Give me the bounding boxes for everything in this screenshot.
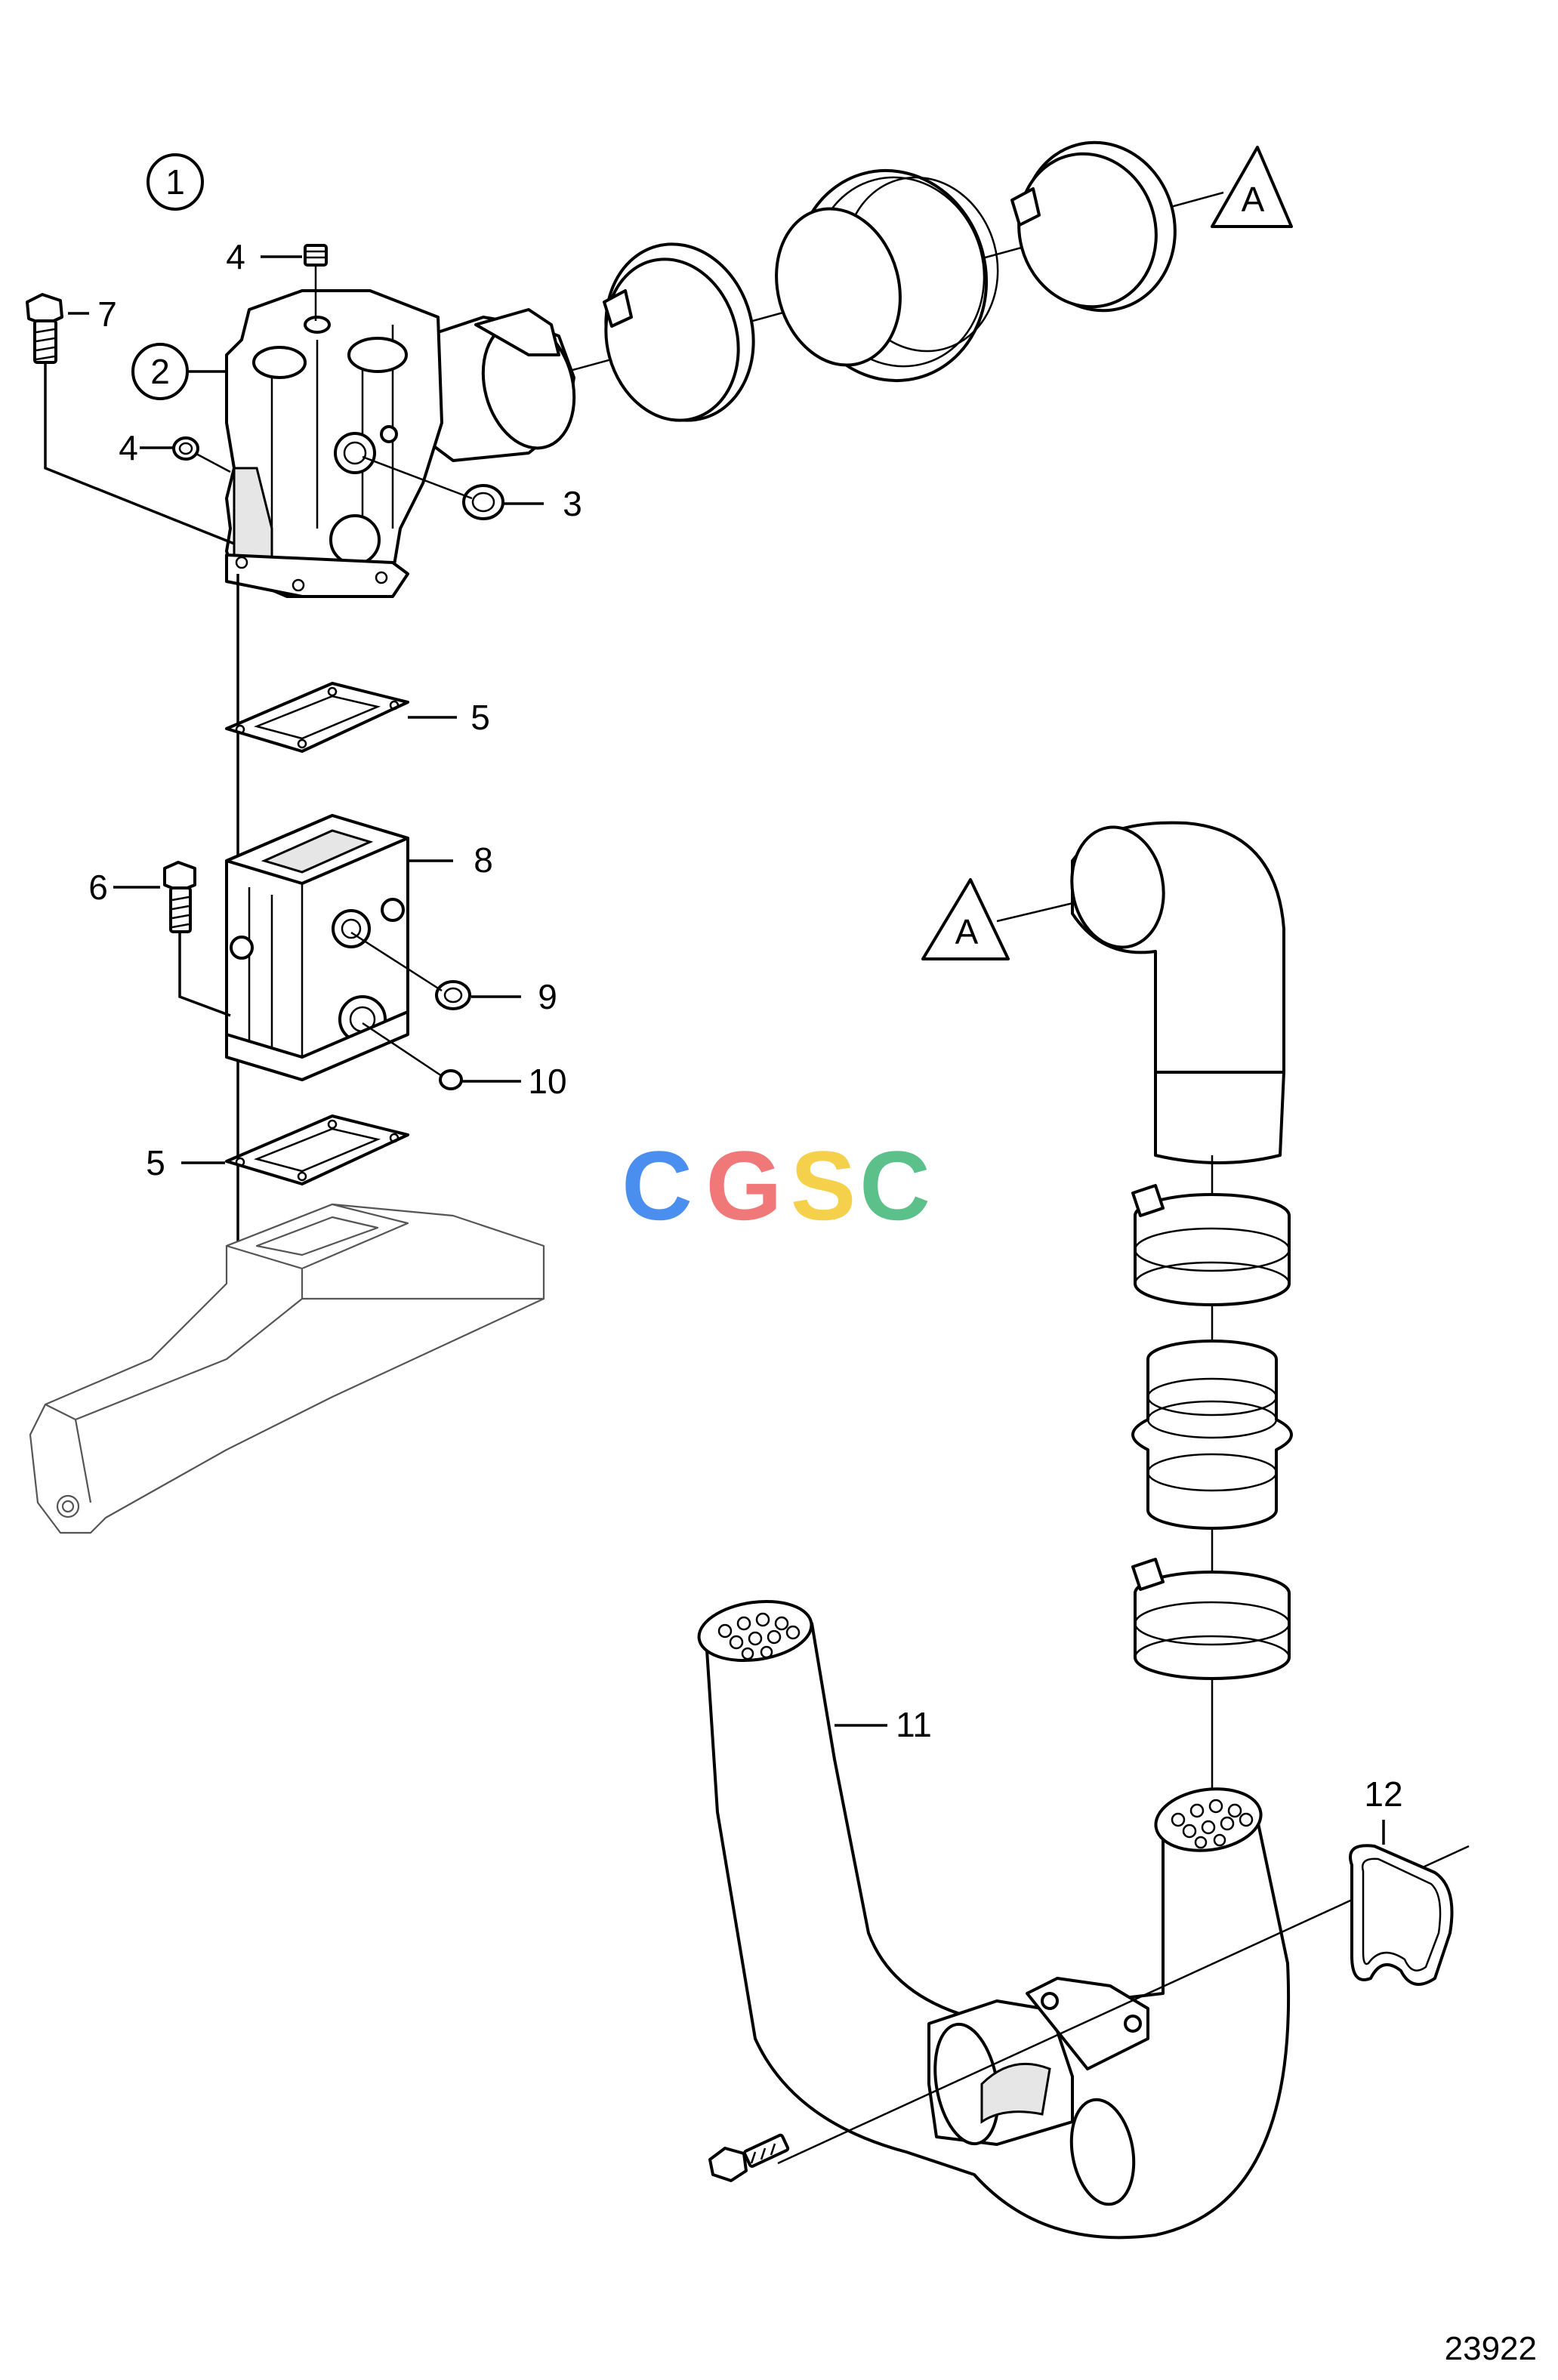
callout-2: 2 — [150, 352, 170, 391]
callout-7: 7 — [97, 294, 117, 334]
watermark-letter-s: S — [791, 1130, 856, 1241]
upper-hose-clamp-right — [1010, 140, 1177, 313]
callout-1-circle: 1 — [147, 153, 204, 211]
watermark-letter-c1: C — [622, 1130, 693, 1241]
plug-left — [172, 436, 199, 461]
connector-a-upper-label: A — [1242, 180, 1265, 219]
callout-8: 8 — [474, 840, 493, 880]
gasket-upper — [225, 682, 409, 753]
callout-4-top: 4 — [226, 237, 245, 276]
callout-2-circle: 2 — [131, 343, 189, 400]
callout-10: 10 — [528, 1062, 566, 1101]
junction-bolt — [708, 2133, 790, 2182]
plug-10 — [439, 1069, 463, 1090]
pipe-perforations-right — [1171, 1799, 1254, 1849]
cgsc-watermark: C G S C — [622, 1130, 930, 1241]
callout-11: 11 — [896, 1705, 932, 1744]
temperature-plug — [462, 484, 504, 520]
callout-5-upper: 5 — [470, 698, 490, 737]
connector-a-lower: A — [921, 878, 1010, 960]
exhaust-elbow — [225, 289, 576, 598]
bolt-6 — [163, 861, 196, 933]
axis-plug-3 — [362, 455, 473, 500]
callout-9: 9 — [538, 977, 557, 1016]
plug-9 — [435, 980, 471, 1010]
gasket-lower — [225, 1114, 409, 1185]
callout-3: 3 — [563, 484, 582, 523]
axis-plug-10 — [362, 1022, 443, 1077]
lower-hose-clamp-upper — [1131, 1184, 1291, 1306]
axis-bolt-6 — [178, 932, 231, 1017]
connector-a-lower-label: A — [955, 912, 979, 951]
watermark-letter-c2: C — [859, 1130, 930, 1241]
lower-hose-clamp-lower — [1131, 1558, 1291, 1680]
watermark-letter-g: G — [705, 1130, 782, 1241]
pipe-perforations-left — [717, 1612, 801, 1660]
lower-rubber-bellows — [1131, 1340, 1293, 1530]
upper-rubber-bellows — [775, 168, 999, 383]
callout-12: 12 — [1364, 1774, 1402, 1814]
axis-plug-9 — [350, 931, 443, 992]
exhaust-pipe-assembly — [697, 1599, 1291, 2240]
axis-bolt-7 — [44, 362, 235, 545]
flange-seal-12 — [1349, 1844, 1454, 1986]
reference-number: 23922 — [1445, 2330, 1537, 2367]
bolt-7 — [26, 293, 63, 364]
callout-1: 1 — [165, 162, 185, 202]
exhaust-riser — [225, 814, 409, 1081]
upper-hose-clamp-left — [603, 242, 755, 422]
callout-6: 6 — [88, 868, 108, 907]
callout-5-lower: 5 — [146, 1143, 165, 1182]
rubber-elbow — [1070, 821, 1285, 1164]
plug-top — [304, 244, 328, 267]
callout-4-left: 4 — [119, 428, 138, 467]
connector-a-upper: A — [1211, 146, 1293, 228]
axis-plug-left — [194, 452, 231, 473]
exhaust-manifold-reference — [29, 1203, 545, 1534]
